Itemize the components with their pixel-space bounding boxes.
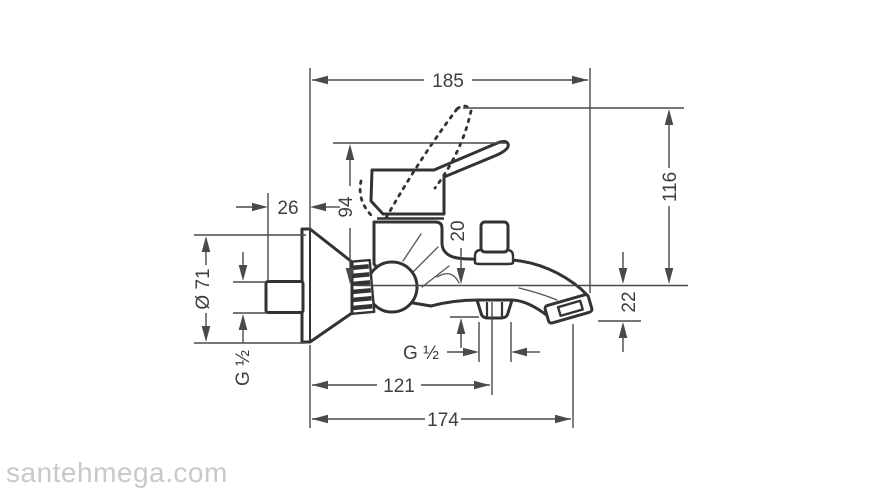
dim-label-spout-outlet-distance: 174 <box>427 410 459 431</box>
dimension-labels: 185 116 26 94 20 Ø 71 22 G ½ G ½ 121 174 <box>193 71 681 431</box>
dimension-lines <box>194 68 688 428</box>
dim-label-height-closed: 94 <box>336 196 357 218</box>
aerator <box>543 293 594 325</box>
dim-label-shower-outlet-thread: G ½ <box>403 343 439 364</box>
shower-outlet-knob <box>475 298 514 320</box>
dim-label-escutcheon-diameter: Ø 71 <box>193 268 214 309</box>
lever-handle <box>369 140 510 216</box>
faucet-outline <box>264 104 594 344</box>
dim-label-height-open: 116 <box>660 172 681 202</box>
dim-label-total-depth: 185 <box>432 71 464 92</box>
watermark-text: santehmega.com <box>6 457 228 488</box>
dim-label-inlet-thread: G ½ <box>233 350 254 386</box>
inlet-tailpiece <box>264 280 305 314</box>
body-shading-lines <box>402 233 558 301</box>
lever-handle-open-dashed <box>358 104 473 220</box>
dim-label-diverter-offset: 20 <box>448 220 469 241</box>
dim-label-outlet-drop: 22 <box>619 291 640 312</box>
dim-label-escutcheon-offset: 26 <box>277 198 298 219</box>
dim-label-shower-outlet-distance: 121 <box>383 376 415 397</box>
diverter-knob <box>479 220 510 254</box>
